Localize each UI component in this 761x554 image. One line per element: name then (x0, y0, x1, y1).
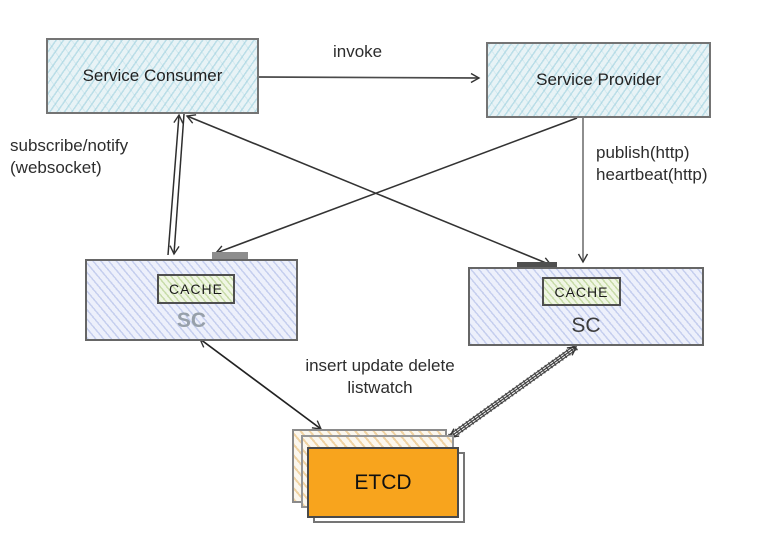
sc-left-label: SC (176, 309, 207, 332)
provider-leftsc-arrow (214, 117, 578, 256)
service-provider-label: Service Provider (536, 70, 661, 89)
cache-right-label: CACHE (554, 283, 609, 300)
notify-arrow-up (167, 113, 184, 256)
service-provider-node: Service Provider (486, 42, 711, 118)
etcd-operations-label-line2: listwatch (347, 378, 413, 398)
publish-heartbeat-label: publish(http) heartbeat(http) (596, 142, 708, 187)
invoke-arrow (258, 72, 481, 84)
cache-right-box: CACHE (542, 277, 621, 306)
sc-right-top-tab (517, 262, 557, 269)
etcd-label: ETCD (354, 470, 412, 494)
publish-heartbeat-label-line1: publish(http) (596, 143, 690, 162)
sc-left-node: CACHE SC (85, 259, 298, 341)
invoke-label: invoke (333, 42, 383, 61)
sc-right-node: CACHE SC (468, 267, 704, 346)
subscribe-notify-label-line2: (websocket) (10, 158, 102, 178)
subscribe-notify-label: subscribe/notify (websocket) (10, 135, 128, 180)
etcd-node: ETCD (307, 447, 459, 518)
etcd-operations-label: insert update delete listwatch (270, 355, 490, 400)
publish-heartbeat-label-line2: heartbeat(http) (596, 165, 708, 185)
consumer-rightsc-arrow (185, 114, 553, 267)
service-consumer-node: Service Consumer (46, 38, 259, 114)
sc-left-top-tab (212, 252, 248, 260)
subscribe-arrow-down (169, 113, 185, 256)
cache-left-label: CACHE (168, 281, 223, 297)
sc-right-label: SC (571, 314, 601, 337)
etcd-operations-label-line1: insert update delete (305, 356, 455, 375)
subscribe-notify-label-line1: subscribe/notify (10, 136, 129, 155)
service-consumer-label: Service Consumer (82, 66, 223, 85)
cache-left-box: CACHE (157, 274, 235, 304)
